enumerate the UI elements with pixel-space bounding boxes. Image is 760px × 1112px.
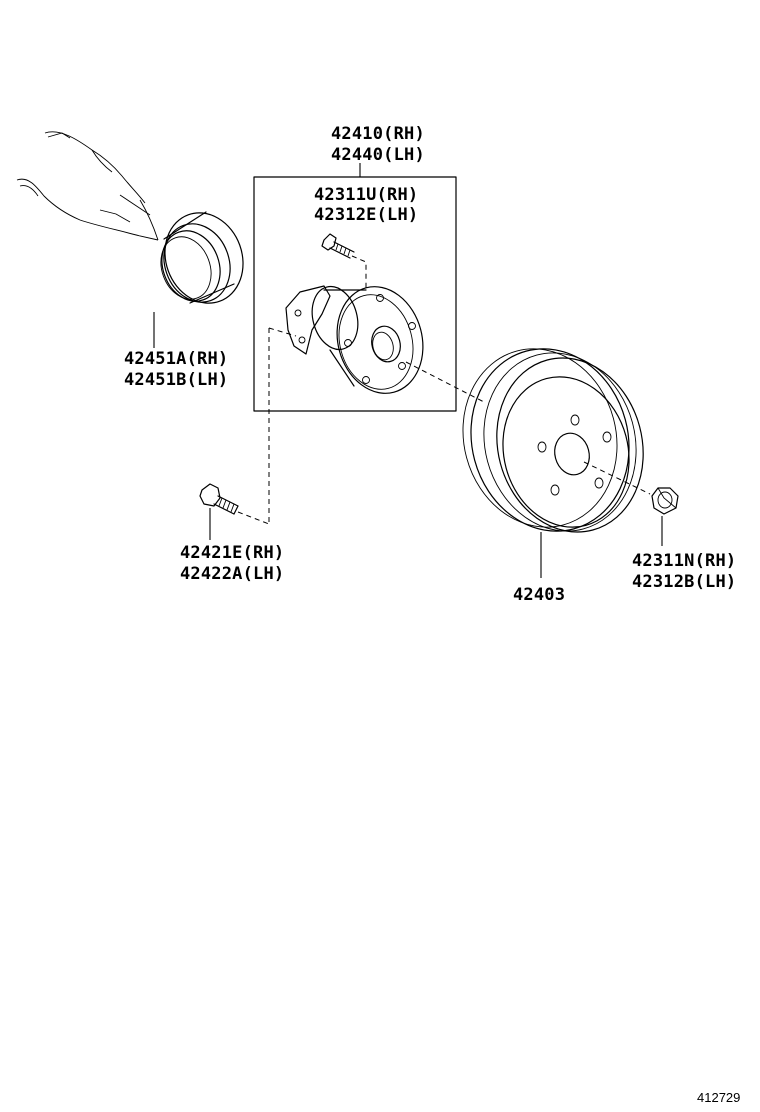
hub-assy-rh-label: 42410(RH)	[331, 124, 425, 144]
hub-bearing-part[interactable]	[285, 277, 435, 403]
hub-nut-lh-label: 42312B(LH)	[632, 572, 736, 592]
hub-bolt-part[interactable]	[321, 233, 355, 259]
mount-bolt-lh-label: 42422A(LH)	[180, 564, 284, 584]
mount-bolt-dash-line	[237, 511, 270, 525]
hub-bolt-lh-label: 42312E(LH)	[314, 205, 418, 225]
hub-bolt-guide-line	[351, 255, 367, 290]
seal-lh-label: 42451B(LH)	[124, 370, 228, 390]
hub-nut-part[interactable]	[651, 487, 679, 515]
hub-assembly-box	[253, 176, 457, 412]
hub-bolt-rh-label: 42311U(RH)	[314, 185, 418, 205]
brake-drum-part[interactable]	[443, 331, 662, 549]
diagram-reference-number: 412729	[697, 1090, 740, 1105]
mount-bolt-guide-line	[268, 327, 297, 524]
axle-reference-outline	[16, 131, 159, 241]
mount-bolt-rh-label: 42421E(RH)	[180, 543, 284, 563]
brake-drum-label: 42403	[513, 585, 565, 605]
mounting-bolt-part[interactable]	[199, 483, 239, 515]
seal-rh-label: 42451A(RH)	[124, 349, 228, 369]
hub-assy-lh-label: 42440(LH)	[331, 145, 425, 165]
hub-to-drum-axis	[405, 361, 485, 403]
oil-seal-part[interactable]	[152, 202, 255, 314]
drum-to-nut-axis	[583, 461, 651, 495]
hub-nut-rh-label: 42311N(RH)	[632, 551, 736, 571]
